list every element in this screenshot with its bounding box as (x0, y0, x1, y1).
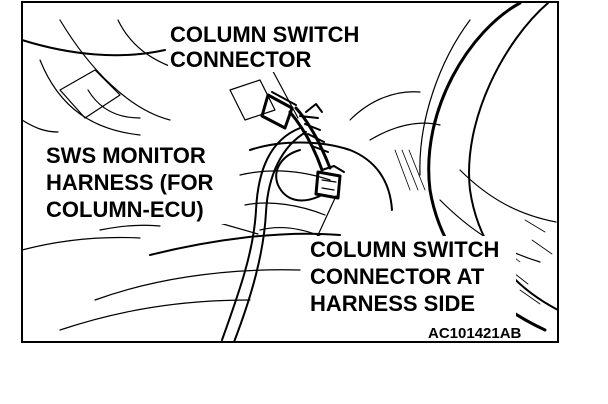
sws-monitor-harness (221, 127, 321, 343)
label-column-switch-connector-2: CONNECTOR (170, 47, 311, 72)
label-sws-monitor-3: COLUMN-ECU) (46, 197, 204, 222)
column-switch-connector (260, 91, 332, 172)
label-harness-side-3: HARNESS SIDE (310, 291, 475, 316)
figure-code: AC101421AB (428, 325, 522, 342)
callout-labels: COLUMN SWITCH CONNECTOR SWS MONITOR HARN… (44, 22, 522, 342)
label-column-switch-connector-1: COLUMN SWITCH (170, 22, 359, 47)
label-sws-monitor-2: HARNESS (FOR (46, 170, 214, 195)
label-harness-side-2: CONNECTOR AT (310, 264, 485, 289)
label-harness-side-1: COLUMN SWITCH (310, 237, 499, 262)
label-sws-monitor-1: SWS MONITOR (46, 143, 206, 168)
harness-side-connector (314, 165, 345, 200)
